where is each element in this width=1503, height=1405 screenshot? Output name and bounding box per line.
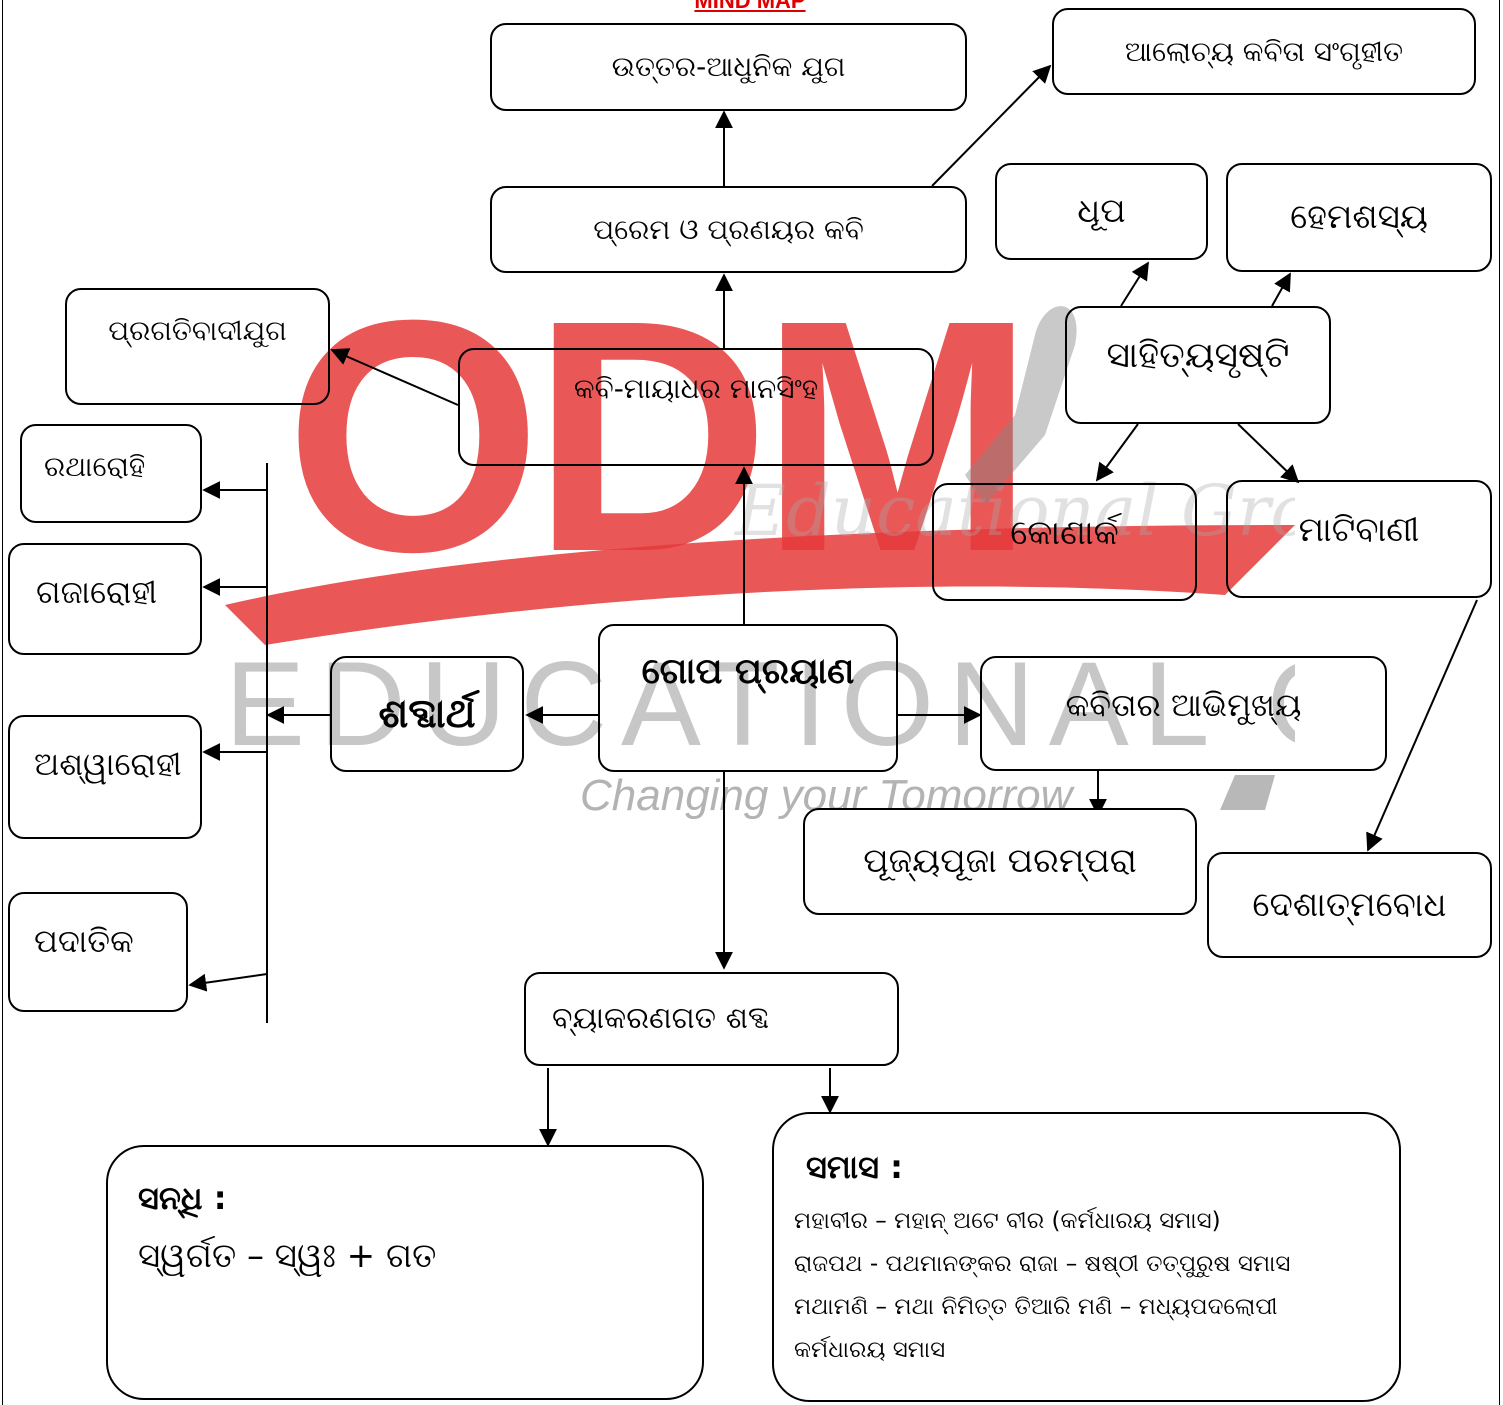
arrow-literature-to-matibani — [1237, 423, 1300, 484]
node-poet: କବି-ମାୟାଧର ମାନସିଂହ — [458, 348, 934, 466]
node-word-padatika: ପଦାତିକ — [8, 892, 188, 1012]
samasa-heading: ସମାସ : — [806, 1148, 903, 1186]
arrow-matibani-to-patriotism — [1366, 599, 1478, 852]
node-literature-label: ସାହିତ୍ୟସୃଷ୍ଟି — [1106, 335, 1290, 376]
node-work-dhupa: ଧୂପ — [995, 163, 1208, 260]
node-word-ashwarohi-label: ଅଶ୍ୱାରୋହୀ — [34, 745, 182, 783]
node-grammar-label: ବ୍ୟାକରଣଗତ ଶବ୍ଦ — [552, 1001, 770, 1036]
arrow-literature-to-dhupa — [1120, 261, 1149, 307]
arrow-love-to-collected — [931, 64, 1052, 187]
samasa-line: ମଥାମଣି – ମଥା ନିମିତ୍ତ ତିଆରି ମଣି – ମଧ୍ୟପଦଲ… — [794, 1294, 1278, 1320]
node-orientation-label: କବିତାର ଆଭିମୁଖ୍ୟ — [1065, 686, 1302, 724]
samasa-line: ରାଜପଥ - ପଥମାନଙ୍କର ରାଜା – ଷଷ୍ଠୀ ତତ୍ପୁରୁଷ … — [794, 1251, 1291, 1277]
node-work-hemashasya: ହେମଶସ୍ୟ — [1226, 163, 1492, 272]
node-collected: ଆଲୋଚ୍ୟ କବିତା ସଂଗୃହୀତ — [1052, 8, 1476, 95]
watermark-band-text: EDUCATIONAL GROUP — [225, 637, 1295, 771]
node-word-meaning: ଶବ୍ଦାର୍ଥ — [330, 656, 524, 772]
page-border-right — [1499, 0, 1500, 1405]
arrow-literature-to-konark — [1095, 423, 1139, 482]
node-center-topic: ଗୋପ ପ୍ରୟାଣ — [598, 624, 898, 772]
node-word-rathaarohi: ରଥାରୋହି — [20, 424, 202, 523]
node-tradition-label: ପୂଜ୍ୟପୂଜା ପରମ୍ପରା — [863, 841, 1137, 882]
node-work-hemashasya-label: ହେମଶସ୍ୟ — [1290, 197, 1428, 238]
sandhi-heading: ସନ୍ଧି : — [138, 1179, 227, 1217]
sandhi-line: ସ୍ୱର୍ଗତ – ସ୍ୱଃ + ଗତ — [138, 1236, 437, 1276]
watermark-logo: ODM Educational Group EDUCATIONAL GROUP … — [225, 275, 1295, 820]
arrow-poet-to-progressive — [330, 348, 459, 406]
node-love-poet: ପ୍ରେମ ଓ ପ୍ରଣୟର କବି — [490, 186, 967, 273]
arrow-literature-to-hemashasya — [1271, 272, 1291, 307]
watermark-logo-text: ODM — [285, 275, 1025, 620]
node-work-matibani: ମାଟିବାଣୀ — [1226, 480, 1492, 598]
node-work-konark: କୋଣାର୍କ — [932, 483, 1197, 601]
node-collected-label: ଆଲୋଚ୍ୟ କବିତା ସଂଗୃହୀତ — [1124, 34, 1404, 68]
node-progressive-era: ପ୍ରଗତିବାଦୀଯୁଗ — [65, 288, 330, 405]
node-word-ashwarohi: ଅଶ୍ୱାରୋହୀ — [8, 715, 202, 839]
node-word-gajarohi: ଗଜାରୋହୀ — [8, 543, 202, 655]
arrow-to-padatika — [188, 973, 268, 992]
node-post-modern-era-label: ଉତ୍ତର-ଆଧୁନିକ ଯୁଗ — [611, 50, 846, 84]
node-center-topic-label: ଗୋପ ପ୍ରୟାଣ — [641, 651, 855, 692]
node-poet-label: କବି-ମାୟାଧର ମାନସିଂହ — [573, 372, 819, 405]
node-word-gajarohi-label: ଗଜାରୋହୀ — [36, 573, 158, 611]
node-work-konark-label: କୋଣାର୍କ — [1010, 513, 1119, 553]
node-love-poet-label: ପ୍ରେମ ଓ ପ୍ରଣୟର କବି — [593, 212, 864, 246]
node-work-dhupa-label: ଧୂପ — [1077, 191, 1126, 232]
panel-sandhi: ସନ୍ଧି : ସ୍ୱର୍ଗତ – ସ୍ୱଃ + ଗତ — [106, 1145, 704, 1400]
samasa-line: କର୍ମଧାରୟ ସମାସ — [794, 1337, 946, 1363]
node-patriotism: ଦେଶାତ୍ମବୋଧ — [1207, 852, 1492, 958]
panel-samasa: ସମାସ : ମହାବୀର – ମହାନ୍ ଅଟେ ବୀର (କର୍ମଧାରୟ … — [772, 1112, 1401, 1402]
node-orientation: କବିତାର ଆଭିମୁଖ୍ୟ — [980, 656, 1387, 771]
page-title: MIND MAP — [694, 0, 806, 13]
node-progressive-era-label: ପ୍ରଗତିବାଦୀଯୁଗ — [108, 314, 287, 347]
node-literature: ସାହିତ୍ୟସୃଷ୍ଟି — [1065, 306, 1331, 424]
samasa-line: ମହାବୀର – ମହାନ୍ ଅଟେ ବୀର (କର୍ମଧାରୟ ସମାସ) — [794, 1208, 1221, 1234]
node-patriotism-label: ଦେଶାତ୍ମବୋଧ — [1252, 884, 1447, 925]
node-word-meaning-label: ଶବ୍ଦାର୍ଥ — [378, 691, 476, 737]
node-grammar: ବ୍ୟାକରଣଗତ ଶବ୍ଦ — [524, 972, 899, 1066]
node-work-matibani-label: ମାଟିବାଣୀ — [1298, 510, 1420, 550]
node-post-modern-era: ଉତ୍ତର-ଆଧୁନିକ ଯୁଗ — [490, 23, 967, 111]
node-tradition: ପୂଜ୍ୟପୂଜା ପରମ୍ପରା — [803, 808, 1197, 915]
node-word-rathaarohi-label: ରଥାରୋହି — [44, 450, 146, 483]
page-border-left — [2, 0, 3, 1405]
node-word-padatika-label: ପଦାତିକ — [34, 922, 134, 960]
